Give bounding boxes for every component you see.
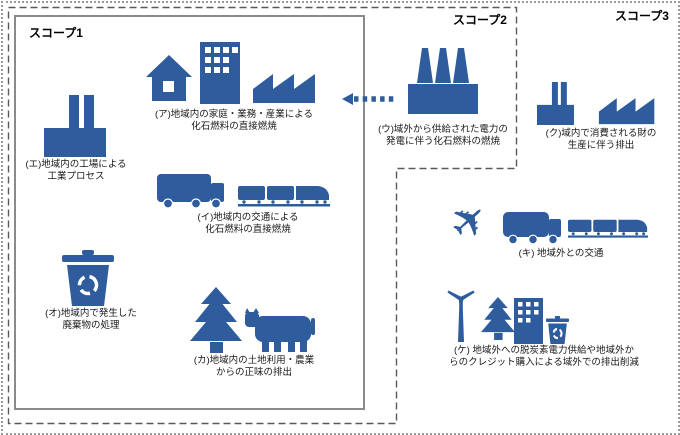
caption-e: (エ)地域内の工場による 工業プロセス bbox=[25, 159, 127, 183]
scope3-title: スコープ3 bbox=[615, 9, 669, 23]
scope1-title: スコープ1 bbox=[29, 26, 83, 40]
factory-icon bbox=[598, 98, 655, 125]
electricity-flow-arrow bbox=[342, 93, 396, 105]
cow-icon bbox=[245, 308, 315, 352]
caption-i: (イ)地域内の交通による 化石燃料の直接燃焼 bbox=[197, 212, 299, 236]
caption-u: (ウ)域外から供給された電力の 発電に伴う化石燃料の燃焼 bbox=[378, 124, 508, 148]
office-building-icon bbox=[200, 42, 240, 104]
caption-o: (オ)地域内で発生した 廃棄物の処理 bbox=[45, 308, 137, 332]
caption-ka: (カ)地域内の土地利用・農業 からの正味の排出 bbox=[193, 355, 315, 379]
caption-ke: (ケ) 地域外への脱炭素電力供給や地域外か らのクレジット購入による域外での排出… bbox=[449, 345, 639, 369]
caption-ki: (キ) 地域外との交通 bbox=[518, 248, 604, 259]
wind-turbine-icon bbox=[447, 290, 475, 342]
scope1-boundary bbox=[14, 15, 365, 410]
tree-icon bbox=[481, 297, 515, 340]
scope2-title: スコープ2 bbox=[453, 13, 507, 27]
chimney-factory-icon bbox=[44, 95, 106, 157]
caption-a: (ア)地域内の家庭・業務・産業による 化石燃料の直接燃焼 bbox=[154, 109, 314, 133]
caption-ku: (ク)域内で消費される財の 生産に伴う排出 bbox=[545, 128, 657, 152]
power-plant-icon bbox=[408, 48, 478, 114]
chimney-factory-icon bbox=[537, 82, 574, 125]
truck-icon bbox=[157, 174, 224, 209]
recycle-bin-icon bbox=[62, 250, 114, 306]
train-icon bbox=[238, 186, 330, 207]
bus-icon bbox=[503, 212, 561, 245]
factory-icon bbox=[253, 74, 315, 103]
recycle-bin-icon bbox=[546, 316, 569, 344]
office-building-icon bbox=[514, 298, 543, 344]
house-icon bbox=[146, 55, 192, 101]
tree-icon bbox=[190, 287, 242, 353]
train-icon bbox=[568, 219, 648, 238]
